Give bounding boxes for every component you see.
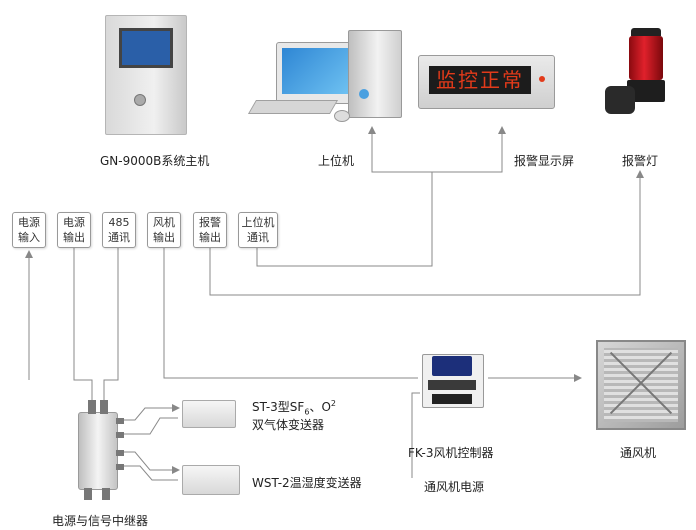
wire-pc-comm [256, 126, 433, 267]
wire-power-output [73, 247, 93, 405]
st3-label-main: ST-3型SF [252, 400, 305, 414]
st3-transmitter[interactable] [182, 400, 236, 428]
st3-label: ST-3型SF6、O2 [252, 398, 336, 416]
port-485-line1: 485 [108, 216, 130, 229]
port-pc-comm-line1: 上位机 [241, 216, 275, 229]
display-screen-text: 监控正常 [436, 68, 524, 92]
fan-power-label: 通风机电源 [424, 480, 485, 494]
wire-relay-wst2-a [122, 451, 180, 474]
port-alarm-output-line2: 输出 [199, 231, 221, 244]
port-alarm-output-line1: 报警 [199, 216, 221, 229]
ventilation-fan[interactable] [596, 340, 686, 430]
wst2-transmitter[interactable] [182, 465, 240, 495]
st3-sub6: 6 [304, 407, 310, 417]
wire-relay-st3-b [122, 417, 178, 435]
pc-label: 上位机 [318, 154, 355, 168]
port-power-input-line1: 电源 [18, 216, 40, 229]
st3-sep: 、O [309, 400, 331, 414]
port-power-input-line2: 输入 [18, 231, 40, 244]
lamp-light [629, 36, 663, 80]
alarm-display[interactable]: 监控正常 [418, 55, 555, 109]
pc-mouse [334, 110, 350, 122]
port-485[interactable]: 485 通讯 [102, 212, 136, 248]
wire-relay-st3-a [122, 404, 180, 421]
host-screen [119, 28, 173, 68]
port-fan-output[interactable]: 风机 输出 [147, 212, 181, 248]
wire-relay-wst2-b [122, 465, 178, 481]
lamp-label: 报警灯 [622, 154, 659, 168]
pc-monitor [276, 42, 356, 104]
alarm-lamp[interactable] [603, 28, 673, 123]
port-power-output-line2: 输出 [63, 231, 85, 244]
wire-485 [103, 247, 119, 405]
fk3-label: FK-3风机控制器 [408, 446, 494, 460]
fk3-controller[interactable] [418, 350, 488, 410]
port-alarm-output[interactable]: 报警 输出 [193, 212, 227, 248]
port-pc-comm[interactable]: 上位机 通讯 [238, 212, 278, 248]
display-indicator [539, 76, 545, 82]
port-485-line2: 通讯 [108, 231, 130, 244]
pc-tower [348, 30, 402, 118]
wst2-label: WST-2温湿度变送器 [252, 476, 362, 490]
relay-label: 电源与信号中继器 [52, 514, 149, 528]
port-fan-output-line2: 输出 [153, 231, 175, 244]
pc-keyboard [247, 100, 339, 114]
signal-relay[interactable] [72, 400, 124, 500]
port-power-output-line1: 电源 [63, 216, 85, 229]
wire-fan-power [411, 392, 420, 478]
port-pc-comm-line2: 通讯 [247, 231, 269, 244]
wire-pc-comm-display [432, 126, 506, 173]
wire-fan-output [163, 247, 418, 379]
fan-label: 通风机 [620, 446, 657, 460]
host-cabinet[interactable] [105, 15, 187, 135]
port-fan-output-line1: 风机 [153, 216, 175, 229]
host-button [134, 94, 146, 106]
wire-alarm-output [209, 170, 644, 296]
port-power-output[interactable]: 电源 输出 [57, 212, 91, 248]
port-power-input[interactable]: 电源 输入 [12, 212, 46, 248]
lamp-bracket [605, 86, 635, 114]
pc-computer[interactable] [247, 30, 408, 130]
display-label: 报警显示屏 [514, 154, 575, 168]
st3-sup2: 2 [330, 399, 336, 408]
st3-label-line2: 双气体变送器 [252, 418, 325, 432]
host-label: GN-9000B系统主机 [100, 154, 210, 168]
